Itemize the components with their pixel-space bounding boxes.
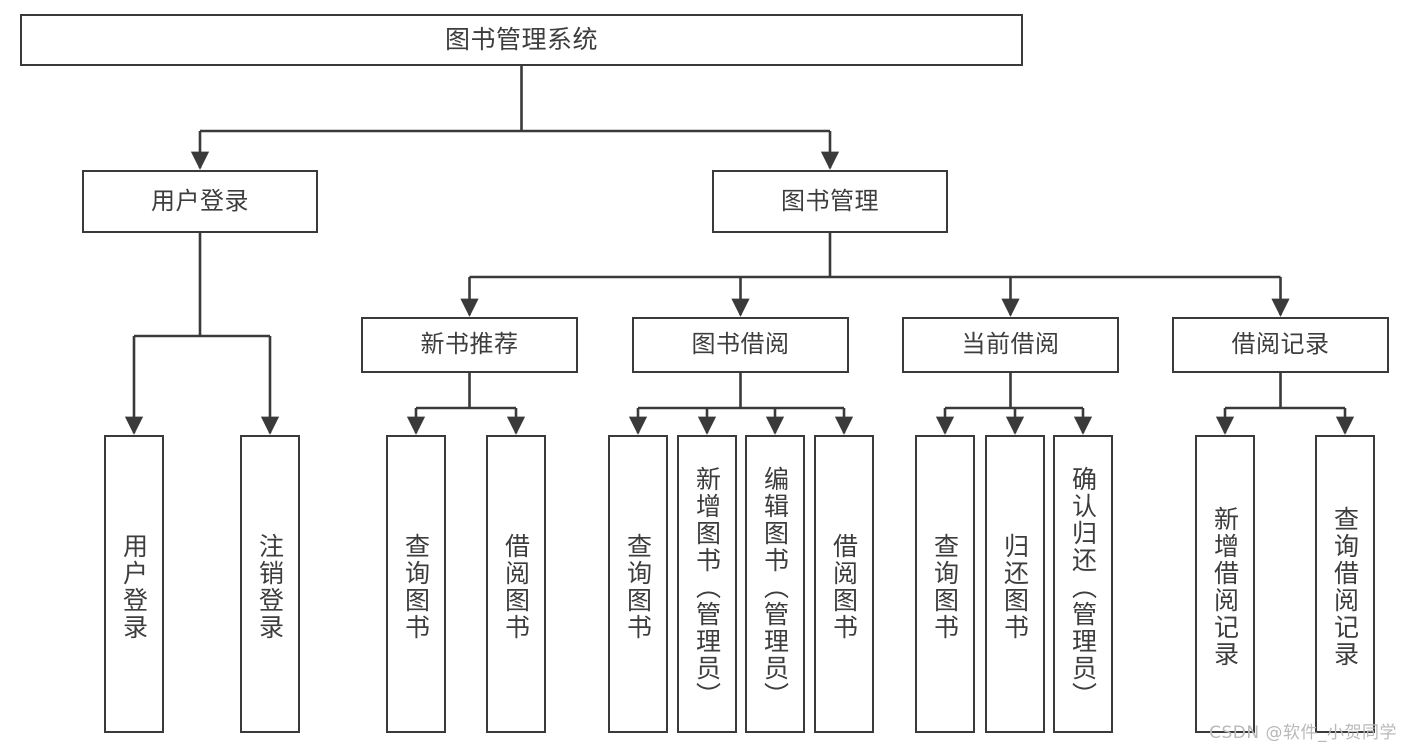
node-leaf-query-book-2[interactable]: 查询图书	[608, 435, 668, 733]
node-leaf-query-book-3[interactable]: 查询图书	[915, 435, 975, 733]
node-label: 图书管理系统	[444, 24, 598, 54]
node-label: 新书推荐	[420, 330, 519, 359]
node-label: 查询图书	[401, 533, 431, 641]
node-new-book-rec[interactable]: 新书推荐	[361, 317, 578, 373]
node-label: 当前借阅	[961, 330, 1060, 359]
node-leaf-logout[interactable]: 注销登录	[240, 435, 300, 733]
node-borrow-record[interactable]: 借阅记录	[1172, 317, 1389, 373]
node-leaf-borrow-book-2[interactable]: 借阅图书	[814, 435, 874, 733]
node-label: 编辑图书（管理员）	[760, 465, 790, 709]
node-label: 新增借阅记录	[1210, 506, 1240, 668]
node-leaf-confirm-return[interactable]: 确认归还（管理员）	[1053, 435, 1113, 733]
node-leaf-return-book[interactable]: 归还图书	[985, 435, 1045, 733]
node-book-manage[interactable]: 图书管理	[712, 170, 948, 233]
csdn-watermark: CSDN @软件_小贺同学	[1209, 723, 1397, 743]
node-label: 图书管理	[781, 186, 879, 215]
node-label: 图书借阅	[691, 330, 790, 359]
node-leaf-add-book[interactable]: 新增图书（管理员）	[677, 435, 737, 733]
node-user-login[interactable]: 用户登录	[82, 170, 318, 233]
node-label: 用户登录	[119, 533, 149, 641]
node-leaf-edit-book[interactable]: 编辑图书（管理员）	[745, 435, 805, 733]
node-label: 借阅图书	[501, 533, 531, 641]
node-current-borrow[interactable]: 当前借阅	[902, 317, 1119, 373]
node-label: 用户登录	[151, 186, 249, 215]
node-label: 归还图书	[1000, 533, 1030, 641]
node-leaf-query-book-1[interactable]: 查询图书	[386, 435, 446, 733]
node-label: 新增图书（管理员）	[692, 465, 722, 709]
node-leaf-user-login[interactable]: 用户登录	[104, 435, 164, 733]
node-label: 查询图书	[930, 533, 960, 641]
node-label: 借阅图书	[829, 533, 859, 641]
node-label: 确认归还（管理员）	[1068, 465, 1098, 709]
node-label: 借阅记录	[1231, 330, 1330, 359]
node-book-borrow[interactable]: 图书借阅	[632, 317, 849, 373]
node-leaf-add-record[interactable]: 新增借阅记录	[1195, 435, 1255, 733]
node-leaf-borrow-book-1[interactable]: 借阅图书	[486, 435, 546, 733]
node-root[interactable]: 图书管理系统	[20, 14, 1023, 66]
node-label: 查询图书	[623, 533, 653, 641]
node-label: 查询借阅记录	[1330, 506, 1360, 668]
node-label: 注销登录	[255, 533, 285, 641]
node-leaf-query-record[interactable]: 查询借阅记录	[1315, 435, 1375, 733]
